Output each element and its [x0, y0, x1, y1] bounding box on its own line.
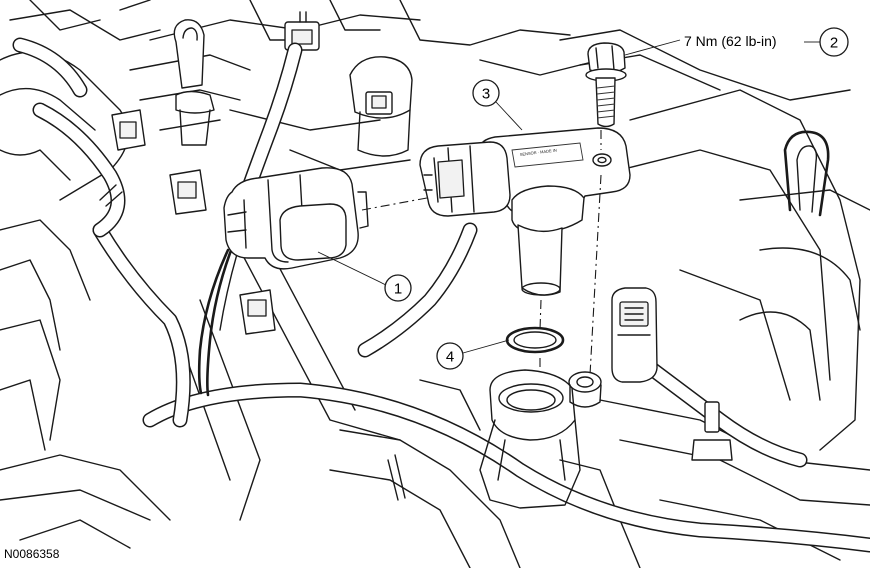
mounting-bolt — [585, 42, 627, 128]
vct-solenoid-connector — [611, 287, 658, 383]
figure-id: N0086358 — [4, 547, 60, 561]
sensor-bore — [479, 369, 581, 509]
coil-tower-center — [349, 56, 413, 157]
callout-4: 4 — [436, 339, 510, 370]
lifting-eye-left — [173, 19, 215, 146]
svg-text:3: 3 — [482, 86, 490, 103]
svg-text:SENSOR · MADE IN: SENSOR · MADE IN — [520, 147, 558, 156]
callout-2: 7 Nm (62 lb-in) 2 — [624, 27, 849, 57]
wiring-harness — [12, 37, 870, 553]
coil-left-lower — [111, 109, 276, 335]
o-ring-seal — [505, 326, 565, 354]
svg-text:1: 1 — [394, 281, 402, 298]
harness-connector — [223, 167, 369, 270]
stud-right — [691, 401, 733, 461]
bolt-hole-boss — [568, 371, 602, 408]
callout-1: 1 — [317, 251, 412, 302]
svg-text:4: 4 — [446, 349, 454, 366]
alignment-line-bolt — [589, 130, 602, 376]
torque-spec: 7 Nm (62 lb-in) — [684, 33, 777, 49]
svg-text:2: 2 — [830, 35, 838, 52]
camshaft-position-sensor: SENSOR · MADE IN — [419, 127, 631, 296]
coil-connector-top — [284, 11, 320, 51]
callout-3: 3 — [472, 79, 523, 131]
